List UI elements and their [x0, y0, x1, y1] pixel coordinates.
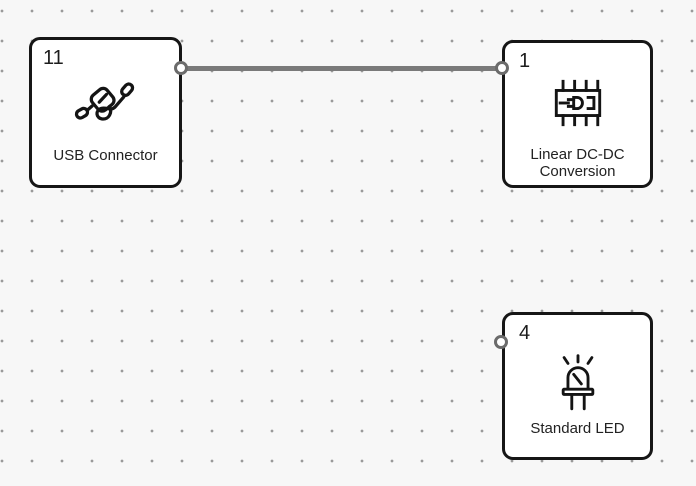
node-usb-connector[interactable]: 11 USB Connector — [29, 37, 182, 188]
node-id-badge: 11 — [43, 47, 64, 69]
node-linear-dcdc-conversion[interactable]: 1 Linear DC-DC Conversion — [502, 40, 653, 188]
node-id-badge: 4 — [519, 322, 531, 344]
node-label: USB Connector — [53, 147, 158, 164]
node-label: Linear DC-DC Conversion — [530, 146, 625, 180]
node-label: Standard LED — [530, 420, 625, 437]
port-usb-output[interactable] — [174, 61, 188, 75]
usb-cable-icon — [32, 82, 179, 130]
node-id-badge: 1 — [519, 50, 531, 72]
edge-usb-to-dcdc[interactable] — [181, 65, 502, 71]
port-led-input[interactable] — [494, 335, 508, 349]
led-icon — [505, 354, 650, 411]
node-standard-led[interactable]: 4 Standard LED — [502, 312, 653, 460]
port-dcdc-input[interactable] — [495, 61, 509, 75]
chip-plug-icon — [505, 76, 650, 130]
